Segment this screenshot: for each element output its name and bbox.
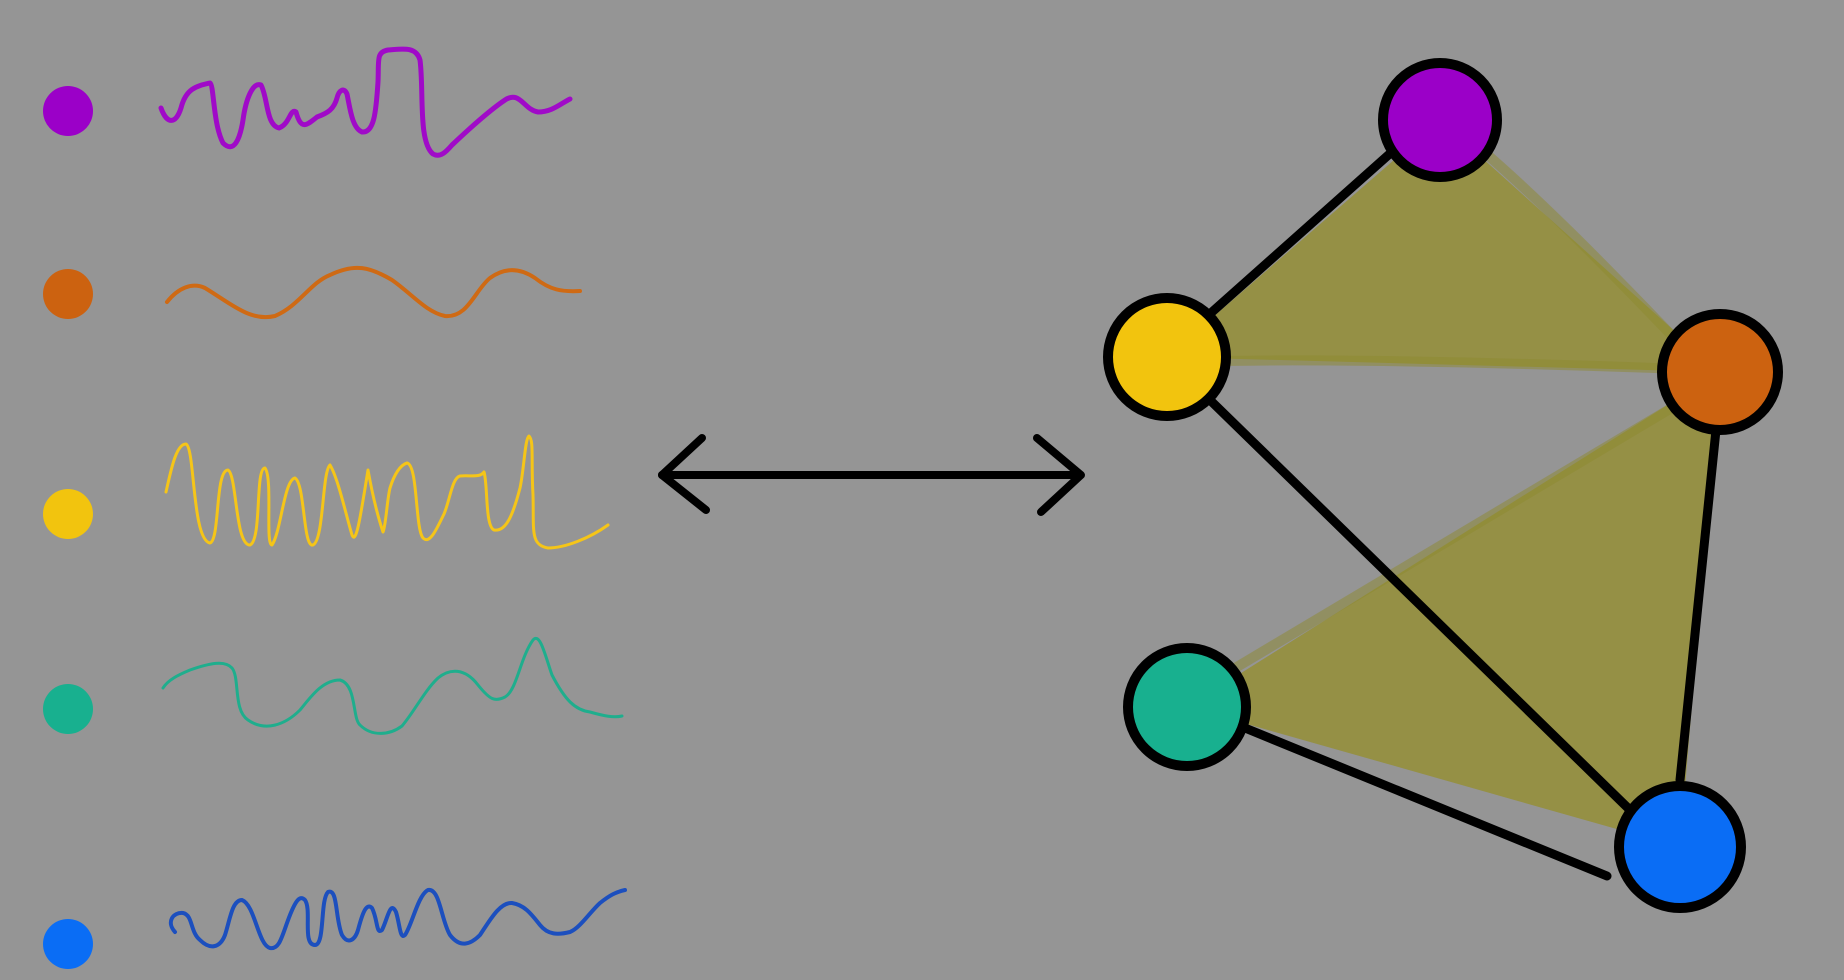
brush-edge-orange-teal <box>1212 380 1713 685</box>
signal-trace-purple <box>158 46 573 158</box>
brush-edge-yellow-orange <box>1179 355 1711 375</box>
brush-edge-purple-orange <box>1466 136 1704 369</box>
signal-trace-blue <box>168 888 627 951</box>
signal-dot-orange <box>43 269 93 319</box>
simplicial-complex <box>1103 58 1783 913</box>
signal-legend <box>43 46 627 969</box>
edge-purple-yellow <box>1207 145 1399 317</box>
signal-dot-purple <box>43 86 93 136</box>
triangle-orange-teal-blue <box>1187 372 1720 847</box>
node-teal <box>1123 643 1251 771</box>
edge-orange-blue <box>1675 425 1721 785</box>
edge-teal-blue <box>1240 723 1612 881</box>
node-orange <box>1657 309 1783 435</box>
signal-dot-yellow <box>43 489 93 539</box>
triangle-purple-yellow-orange <box>1167 120 1720 372</box>
node-blue <box>1614 781 1746 913</box>
arrow-head-right <box>1033 434 1085 516</box>
node-purple <box>1378 58 1502 182</box>
signal-trace-yellow <box>164 434 610 550</box>
edge-yellow-blue <box>1207 397 1635 815</box>
graph-nodes <box>1103 58 1783 913</box>
signal-trace-teal <box>161 636 624 735</box>
signal-dot-blue <box>43 919 93 969</box>
bidirectional-arrow <box>658 434 1085 516</box>
node-yellow <box>1103 293 1231 421</box>
signal-dot-teal <box>43 684 93 734</box>
graph-edges <box>1207 145 1721 881</box>
signal-trace-orange <box>165 265 582 320</box>
arrow-head-left <box>658 434 710 514</box>
